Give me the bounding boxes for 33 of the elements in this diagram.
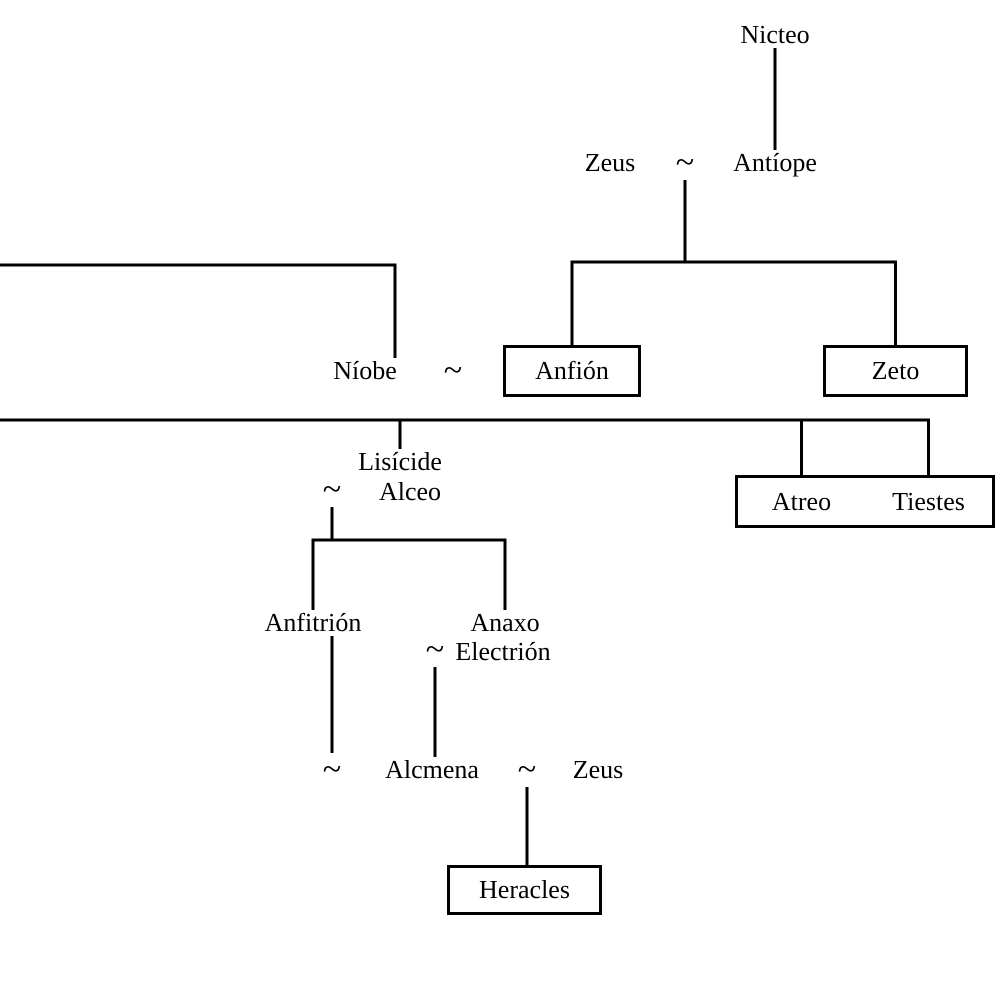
marriage-tilde: ~ bbox=[426, 633, 444, 667]
marriage-tilde: ~ bbox=[444, 354, 462, 388]
connector-line bbox=[330, 507, 506, 610]
person-name: Lisícide bbox=[358, 449, 442, 475]
person-name: Heracles bbox=[479, 877, 570, 903]
person-name: Nicteo bbox=[740, 22, 810, 48]
person-name: Atreo bbox=[772, 488, 832, 514]
person-name: Alceo bbox=[378, 479, 442, 505]
connector-line bbox=[330, 636, 334, 753]
person-name: Níobe bbox=[333, 358, 397, 384]
name-box bbox=[735, 475, 995, 528]
person-name: Tiestes bbox=[892, 488, 965, 514]
marriage-tilde: ~ bbox=[518, 753, 536, 787]
person-name: Antíope bbox=[733, 150, 817, 176]
person-name: Electrión bbox=[455, 639, 551, 665]
connector-line bbox=[526, 787, 528, 865]
name-box bbox=[447, 865, 602, 915]
marriage-tilde: ~ bbox=[676, 146, 694, 180]
name-box bbox=[503, 345, 641, 397]
connector-line bbox=[0, 264, 396, 358]
connector-line bbox=[434, 667, 436, 757]
name-box bbox=[823, 345, 968, 397]
person-name: Zeus bbox=[572, 757, 624, 783]
connector-line bbox=[684, 180, 897, 345]
marriage-tilde: ~ bbox=[322, 473, 342, 507]
marriage-tilde: ~ bbox=[322, 753, 342, 787]
connector-line bbox=[774, 48, 776, 150]
person-name: Alcmena bbox=[385, 757, 479, 783]
person-name: Anfión bbox=[535, 358, 609, 384]
person-name: Zeto bbox=[872, 358, 920, 384]
person-name: Anaxo bbox=[470, 610, 540, 636]
person-name: Zeus bbox=[584, 150, 636, 176]
person-name: Anfitrión bbox=[264, 610, 362, 636]
